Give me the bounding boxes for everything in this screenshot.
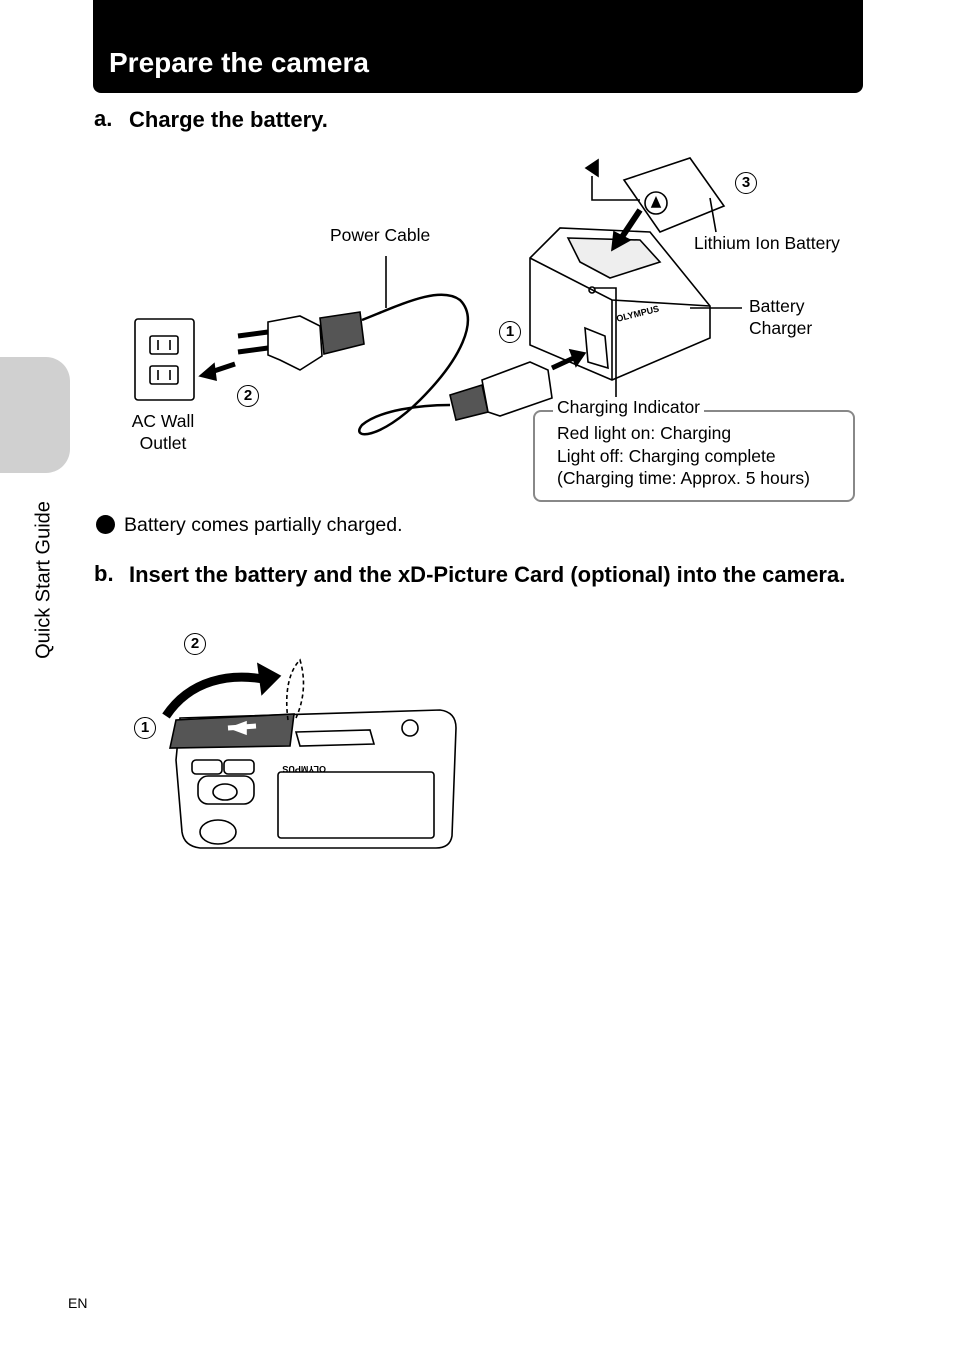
- step-a-text: Charge the battery.: [129, 107, 328, 132]
- step-a-letter: a.: [94, 106, 113, 131]
- mode-dial-icon: [199, 819, 237, 845]
- lithium-battery-label: Lithium Ion Battery: [694, 233, 840, 253]
- step-b-marker-2: 2: [184, 633, 206, 655]
- power-cable-icon: [358, 293, 470, 436]
- step-b-letter: b.: [94, 561, 114, 586]
- plug-prongs-icon: [237, 329, 269, 355]
- step-a-marker-3: 3: [735, 172, 757, 194]
- indicator-line: (Charging time: Approx. 5 hours): [557, 468, 810, 488]
- step-a-marker-2: 2: [237, 385, 259, 407]
- plug-grip-icon: [319, 311, 365, 355]
- ac-outlet-icon: [134, 318, 195, 401]
- indicator-line: Red light on: Charging: [557, 423, 732, 443]
- cable-connector-icon: [481, 361, 553, 417]
- battery-charger-icon: [529, 227, 711, 381]
- battery-door-icon: [169, 713, 295, 749]
- camera-screen-icon: [277, 771, 435, 839]
- page-title: Prepare the camera: [109, 47, 369, 78]
- step-a-marker-1: 1: [499, 321, 521, 343]
- ac-outlet-label: AC Wall Outlet: [131, 411, 195, 453]
- charging-indicator-lines: Red light on: Charging Light off: Chargi…: [557, 422, 810, 490]
- page-header: Prepare the camera: [93, 0, 863, 93]
- section-tab: [0, 357, 70, 473]
- bullet-dot-icon: [96, 515, 115, 534]
- open-door-arrow-icon: [162, 672, 269, 719]
- camera-brand-text: OLYMPUS: [282, 764, 326, 774]
- step-b-marker-1: 1: [134, 717, 156, 739]
- power-cable-label: Power Cable: [330, 225, 431, 245]
- lithium-battery-icon: [622, 157, 726, 233]
- step-b-text: Insert the battery and the xD-Picture Ca…: [129, 562, 846, 587]
- page-language: EN: [68, 1295, 88, 1311]
- indicator-line: Light off: Charging complete: [557, 445, 776, 466]
- note-bullet: Battery comes partially charged.: [96, 514, 403, 537]
- bullet-text: Battery comes partially charged.: [124, 514, 403, 536]
- battery-charger-label: Battery Charger: [749, 296, 813, 338]
- charging-indicator-title: Charging Indicator: [553, 397, 704, 418]
